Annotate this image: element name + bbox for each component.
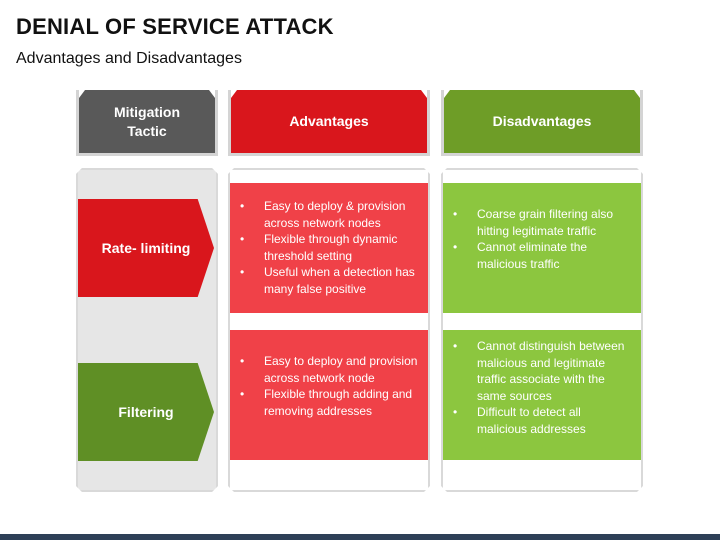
header-mitigation-tactic: Mitigation Tactic [76, 90, 218, 156]
advantage-item: Flexible through dynamic threshold setti… [240, 231, 418, 264]
tactic-arrow-rate-limiting: Rate- limiting [78, 199, 214, 297]
disadvantage-item: Cannot eliminate the malicious traffic [453, 239, 631, 272]
disadvantages-box-rate-limiting: Coarse grain filtering also hitting legi… [443, 183, 641, 313]
footer-bar [0, 534, 720, 540]
advantages-box-rate-limiting: Easy to deploy & provision across networ… [230, 183, 428, 313]
advantages-box-filtering: Easy to deploy and provision across netw… [230, 330, 428, 460]
header-advantages-label: Advantages [289, 113, 369, 130]
advantage-item: Useful when a detection has many false p… [240, 264, 418, 297]
page-subtitle: Advantages and Disadvantages [16, 50, 242, 67]
tactic-label-filtering: Filtering [118, 404, 174, 420]
disadvantage-item: Coarse grain filtering also hitting legi… [453, 206, 631, 239]
header-mitigation-line2: Tactic [127, 122, 167, 139]
advantage-item: Easy to deploy & provision across networ… [240, 198, 418, 231]
disadvantage-item: Cannot distinguish between malicious and… [453, 338, 631, 404]
header-disadvantages: Disadvantages [441, 90, 643, 156]
header-disadvantages-label: Disadvantages [492, 113, 592, 130]
advantage-item: Flexible through adding and removing add… [240, 386, 418, 419]
tactic-label-rate-limiting: Rate- limiting [101, 240, 191, 256]
header-mitigation-line1: Mitigation [113, 104, 181, 121]
header-advantages: Advantages [228, 90, 430, 156]
disadvantages-box-filtering: Cannot distinguish between malicious and… [443, 330, 641, 460]
page-title: DENIAL OF SERVICE ATTACK [16, 14, 334, 39]
tactic-arrow-filtering: Filtering [78, 363, 214, 461]
disadvantage-item: Difficult to detect all malicious addres… [453, 404, 631, 437]
advantage-item: Easy to deploy and provision across netw… [240, 353, 418, 386]
